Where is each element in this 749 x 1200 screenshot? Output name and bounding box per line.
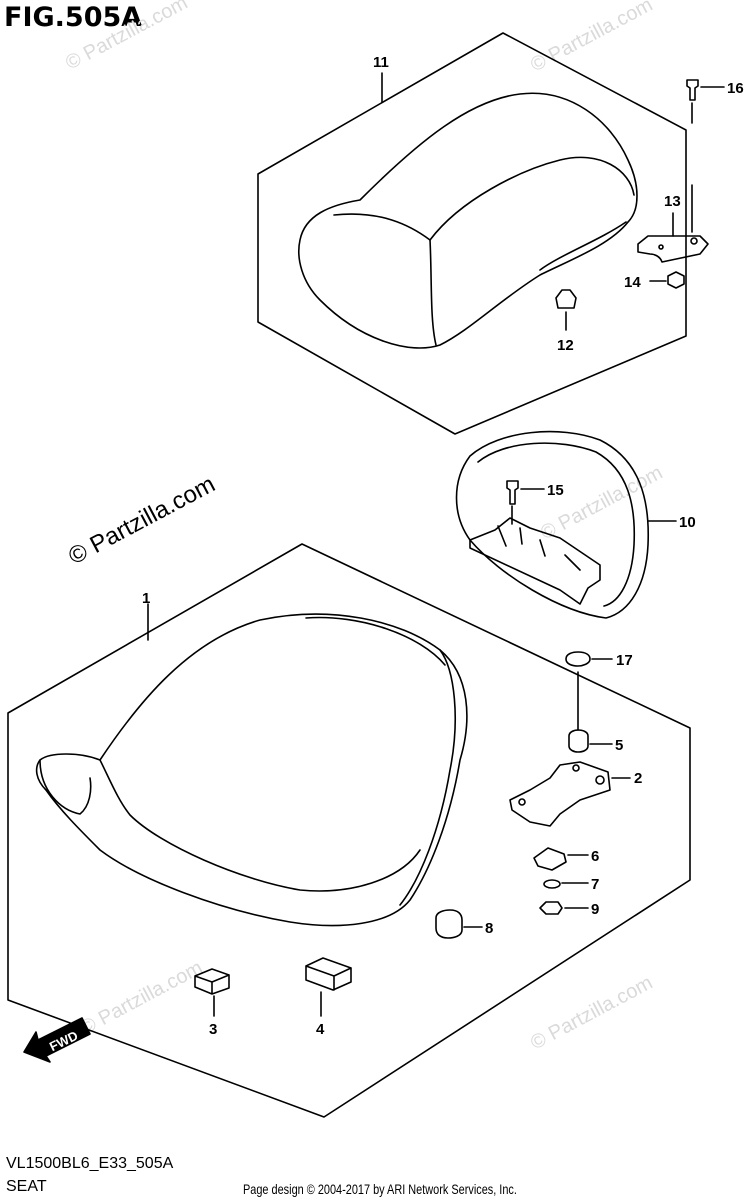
callout-5[interactable]: 5 [615, 737, 623, 754]
copyright-notice: Page design © 2004-2017 by ARI Network S… [243, 1181, 517, 1197]
callout-2[interactable]: 2 [634, 770, 642, 787]
bracket-detail [497, 525, 581, 571]
rear-seat-frame [257, 32, 687, 435]
bolt[interactable] [506, 480, 519, 505]
figure-title: FIG.505A [4, 2, 143, 33]
front-seat-frame [7, 543, 691, 1118]
bracket-hole [595, 775, 605, 785]
rear-seat-side-seam [429, 239, 437, 346]
cushion-rubber[interactable] [435, 909, 463, 939]
rear-seat-cushion[interactable] [298, 92, 638, 349]
rear-seat-top-seam [333, 156, 635, 241]
callout-10[interactable]: 10 [679, 514, 696, 531]
bracket-hole [572, 764, 580, 772]
callout-labels: 1 2 3 4 5 6 7 8 9 10 11 12 13 14 15 16 1… [142, 54, 744, 1038]
callout-6[interactable]: 6 [591, 848, 599, 865]
collar[interactable] [568, 729, 589, 753]
washer[interactable] [565, 651, 591, 667]
callout-16[interactable]: 16 [727, 80, 744, 97]
callout-4[interactable]: 4 [316, 1021, 325, 1038]
bracket-hole [658, 244, 664, 250]
backrest-assembly [455, 430, 677, 619]
callout-3[interactable]: 3 [209, 1021, 217, 1038]
callout-8[interactable]: 8 [485, 920, 493, 937]
callout-14[interactable]: 14 [624, 274, 641, 291]
front-seat-side-seam [399, 649, 456, 906]
callout-12[interactable]: 12 [557, 337, 574, 354]
rubber-bumper[interactable] [194, 968, 230, 995]
nut[interactable] [539, 901, 563, 915]
watermark-faint: © Partzilla.com [537, 462, 666, 545]
rear-seat-edge-seam [539, 221, 627, 271]
section-name: SEAT [6, 1178, 47, 1195]
bracket-hole [690, 237, 698, 245]
callout-1[interactable]: 1 [142, 590, 150, 607]
backrest-bracket[interactable] [469, 517, 601, 605]
forward-direction-arrow: FWD [23, 1017, 91, 1063]
diagram-code: VL1500BL6_E33_505A [6, 1155, 174, 1172]
bracket-hole [518, 798, 526, 806]
watermark-faint: © Partzilla.com [527, 0, 656, 76]
rear-bracket[interactable] [637, 235, 709, 263]
callout-17[interactable]: 17 [616, 652, 633, 669]
fwd-label: FWD [47, 1028, 80, 1054]
backrest-inner-edge [477, 442, 636, 607]
front-seat-rear-curve [305, 616, 446, 666]
front-seat-inner-seam [99, 759, 421, 892]
callout-11[interactable]: 11 [373, 54, 389, 71]
washer[interactable] [543, 879, 561, 889]
rear-seat-assembly [257, 32, 725, 435]
nut[interactable] [667, 271, 685, 289]
rubber-bumper[interactable] [305, 957, 352, 991]
callout-9[interactable]: 9 [591, 901, 599, 918]
bolt[interactable] [686, 79, 699, 101]
callout-13[interactable]: 13 [664, 193, 681, 210]
seat-bracket[interactable] [509, 761, 611, 827]
grommet[interactable] [555, 289, 577, 309]
front-seat-assembly: FWD [7, 543, 691, 1118]
front-seat-nose [39, 759, 92, 815]
clip-nut[interactable] [533, 847, 567, 871]
watermark-main: © Partzilla.com [64, 471, 219, 571]
callout-15[interactable]: 15 [547, 482, 564, 499]
front-seat-cushion[interactable] [35, 613, 468, 927]
watermark-faint: © Partzilla.com [527, 972, 656, 1055]
watermark-faint: © Partzilla.com [62, 0, 191, 74]
callout-7[interactable]: 7 [591, 876, 599, 893]
watermark-faint: © Partzilla.com [77, 957, 206, 1040]
